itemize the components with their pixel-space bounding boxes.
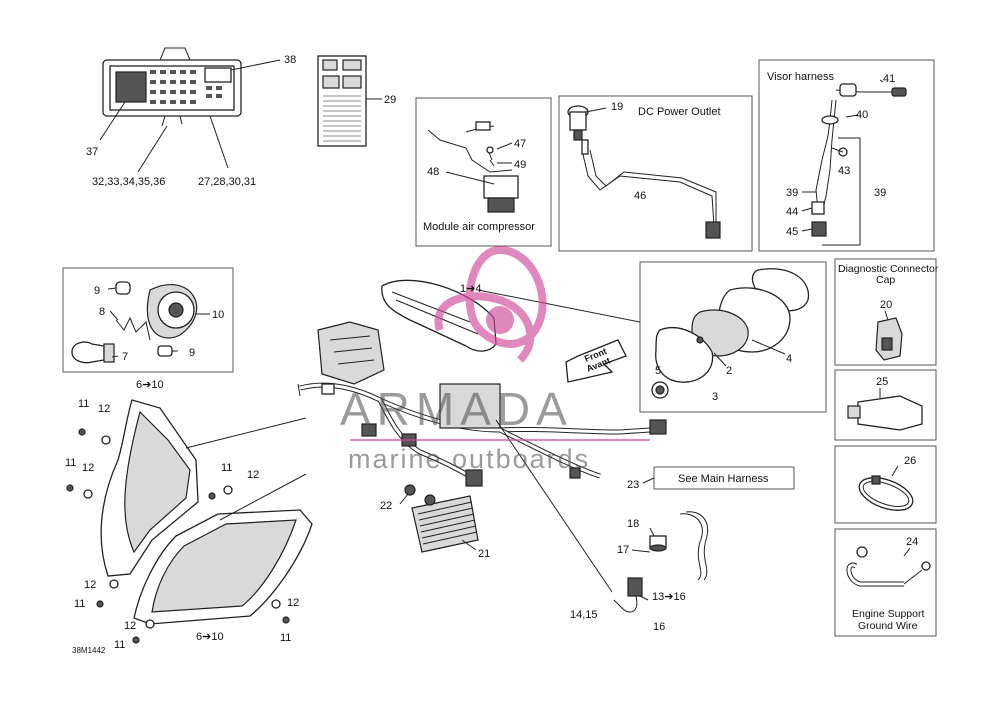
callout-48: 48 — [427, 166, 439, 178]
visor-harness-box — [758, 59, 935, 252]
callout-22: 22 — [380, 500, 392, 512]
grease-tube-box — [834, 369, 937, 441]
callout-11-c: 11 — [221, 462, 232, 474]
callout-32-36: 32,33,34,35,36 — [92, 176, 165, 188]
callout-21: 21 — [478, 548, 490, 560]
callout-5: 5 — [655, 365, 661, 377]
callout-47: 47 — [514, 138, 526, 150]
dc-outlet-parts — [567, 105, 721, 239]
visor-harness-parts — [801, 79, 907, 246]
callout-26: 26 — [904, 455, 916, 467]
callout-12-e: 12 — [287, 597, 299, 609]
callout-11-b: 11 — [65, 457, 76, 469]
callout-9-bottom: 9 — [189, 347, 195, 359]
callout-46: 46 — [634, 190, 646, 202]
caption-visor-harness: Visor harness — [767, 71, 835, 83]
callout-49: 49 — [514, 159, 526, 171]
callout-29: 29 — [384, 94, 396, 106]
ground-wire-box — [834, 528, 937, 637]
caption-see-main-harness: See Main Harness — [678, 473, 769, 485]
air-compressor-parts — [427, 121, 519, 213]
callout-37: 37 — [86, 146, 98, 158]
diagram-code: 38M1442 — [72, 646, 106, 655]
caption-diagnostic-cap: Cap — [876, 274, 895, 286]
fuse-box-assembly — [99, 47, 281, 173]
callout-41: 41 — [883, 73, 895, 85]
headlight-bulb-parts — [71, 281, 210, 364]
callout-8: 8 — [99, 306, 105, 318]
callout-12-b: 12 — [82, 462, 94, 474]
callout-38: 38 — [284, 54, 296, 66]
callout-25: 25 — [876, 376, 888, 388]
callout-10: 10 — [212, 309, 224, 321]
headlight-bulb-box — [62, 267, 234, 373]
callout-11-e: 11 — [280, 632, 291, 644]
callout-1-4: 1➔4 — [460, 283, 481, 295]
callout-19: 19 — [611, 101, 623, 113]
grease-tube-part — [847, 388, 923, 431]
caption-ground-wire: Ground Wire — [858, 620, 918, 632]
diagnostic-cap-part — [875, 310, 903, 361]
headlight-housing-lower — [132, 473, 313, 644]
callout-45: 45 — [786, 226, 798, 238]
callout-11-f: 11 — [114, 639, 125, 651]
armada-watermark-logo — [350, 245, 650, 441]
callout-6-10-bottom: 6➔10 — [196, 631, 224, 643]
callout-12-a: 12 — [98, 403, 110, 415]
module-air-compressor-box — [415, 97, 552, 247]
callout-40: 40 — [856, 109, 868, 121]
callout-20: 20 — [880, 299, 892, 311]
fuse-label-card — [317, 55, 382, 147]
callout-12-c: 12 — [247, 469, 259, 481]
callout-39-left: 39 — [786, 187, 798, 199]
callout-13-16: 13➔16 — [652, 591, 686, 603]
callout-12-f: 12 — [124, 620, 136, 632]
strap-box — [834, 445, 937, 524]
watermark-brand: ARMADA — [340, 383, 573, 435]
gauge-cluster-box — [639, 261, 827, 413]
gauge-cluster-parts — [477, 268, 810, 399]
watermark-tagline: marine outboards — [348, 444, 590, 474]
callout-18: 18 — [627, 518, 639, 530]
callout-16: 16 — [653, 621, 665, 633]
callout-44: 44 — [786, 206, 798, 218]
callout-4: 4 — [786, 353, 792, 365]
voltage-regulator — [399, 484, 479, 553]
caption-diagnostic-connector: Diagnostic Connector — [838, 263, 939, 275]
callout-3: 3 — [712, 391, 718, 403]
front-direction-arrow — [565, 339, 627, 383]
callout-17: 17 — [617, 544, 629, 556]
diagnostic-cap-box — [834, 258, 937, 366]
callout-39-right: 39 — [874, 187, 886, 199]
callout-27-31: 27,28,30,31 — [198, 176, 256, 188]
callout-24: 24 — [906, 536, 918, 548]
callout-14-15: 14,15 — [570, 609, 598, 621]
headlight-housing-upper — [66, 399, 307, 608]
strap-part — [858, 465, 914, 511]
callout-6-10-top: 6➔10 — [136, 379, 164, 391]
callout-2: 2 — [726, 365, 732, 377]
callout-11-a: 11 — [78, 398, 89, 410]
callout-12-d: 12 — [84, 579, 96, 591]
caption-dc-power-outlet: DC Power Outlet — [638, 106, 721, 118]
callout-9-top: 9 — [94, 285, 100, 297]
safety-lanyard — [495, 419, 708, 613]
callout-43: 43 — [838, 165, 850, 177]
caption-module-air-compressor: Module air compressor — [423, 221, 535, 233]
caption-engine-support: Engine Support — [852, 608, 924, 620]
callout-23: 23 — [627, 479, 639, 491]
dc-power-outlet-box — [558, 95, 753, 252]
callout-7: 7 — [122, 351, 128, 363]
callout-11-d: 11 — [74, 598, 85, 610]
ground-wire-part — [846, 546, 931, 587]
